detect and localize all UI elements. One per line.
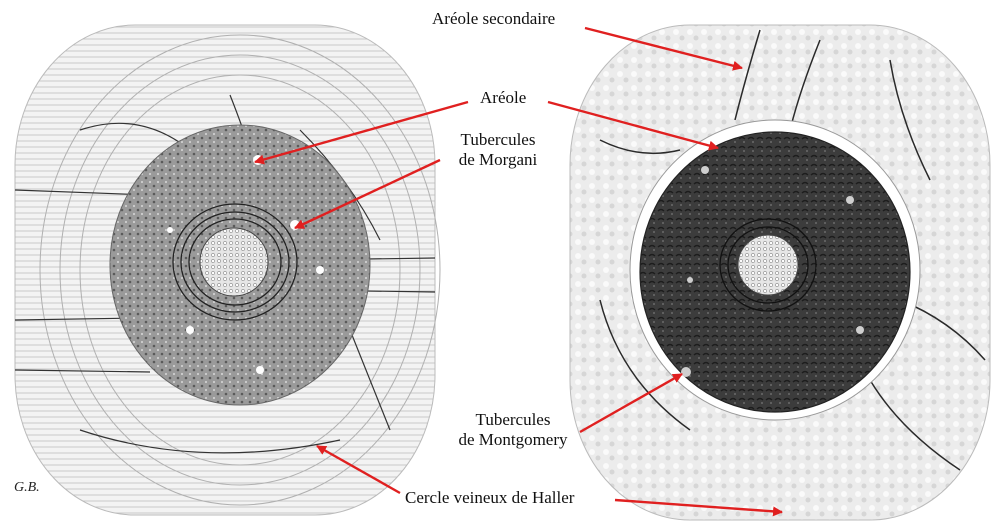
label-tubercules-montgomery-line1: Tubercules — [448, 410, 578, 430]
label-tubercules-morgani: Tubercules de Morgani — [438, 130, 558, 170]
label-areole: Aréole — [480, 88, 526, 108]
label-cercle-veineux: Cercle veineux de Haller — [405, 488, 574, 508]
label-tubercules-morgani-line2: de Morgani — [438, 150, 558, 170]
engraver-signature: G.B. — [14, 480, 40, 496]
label-areole-secondaire: Aréole secondaire — [432, 9, 555, 29]
left-breast — [15, 25, 440, 515]
label-tubercules-morgani-line1: Tubercules — [438, 130, 558, 150]
label-tubercules-montgomery: Tubercules de Montgomery — [448, 410, 578, 450]
right-breast — [570, 25, 990, 520]
label-tubercules-montgomery-line2: de Montgomery — [448, 430, 578, 450]
